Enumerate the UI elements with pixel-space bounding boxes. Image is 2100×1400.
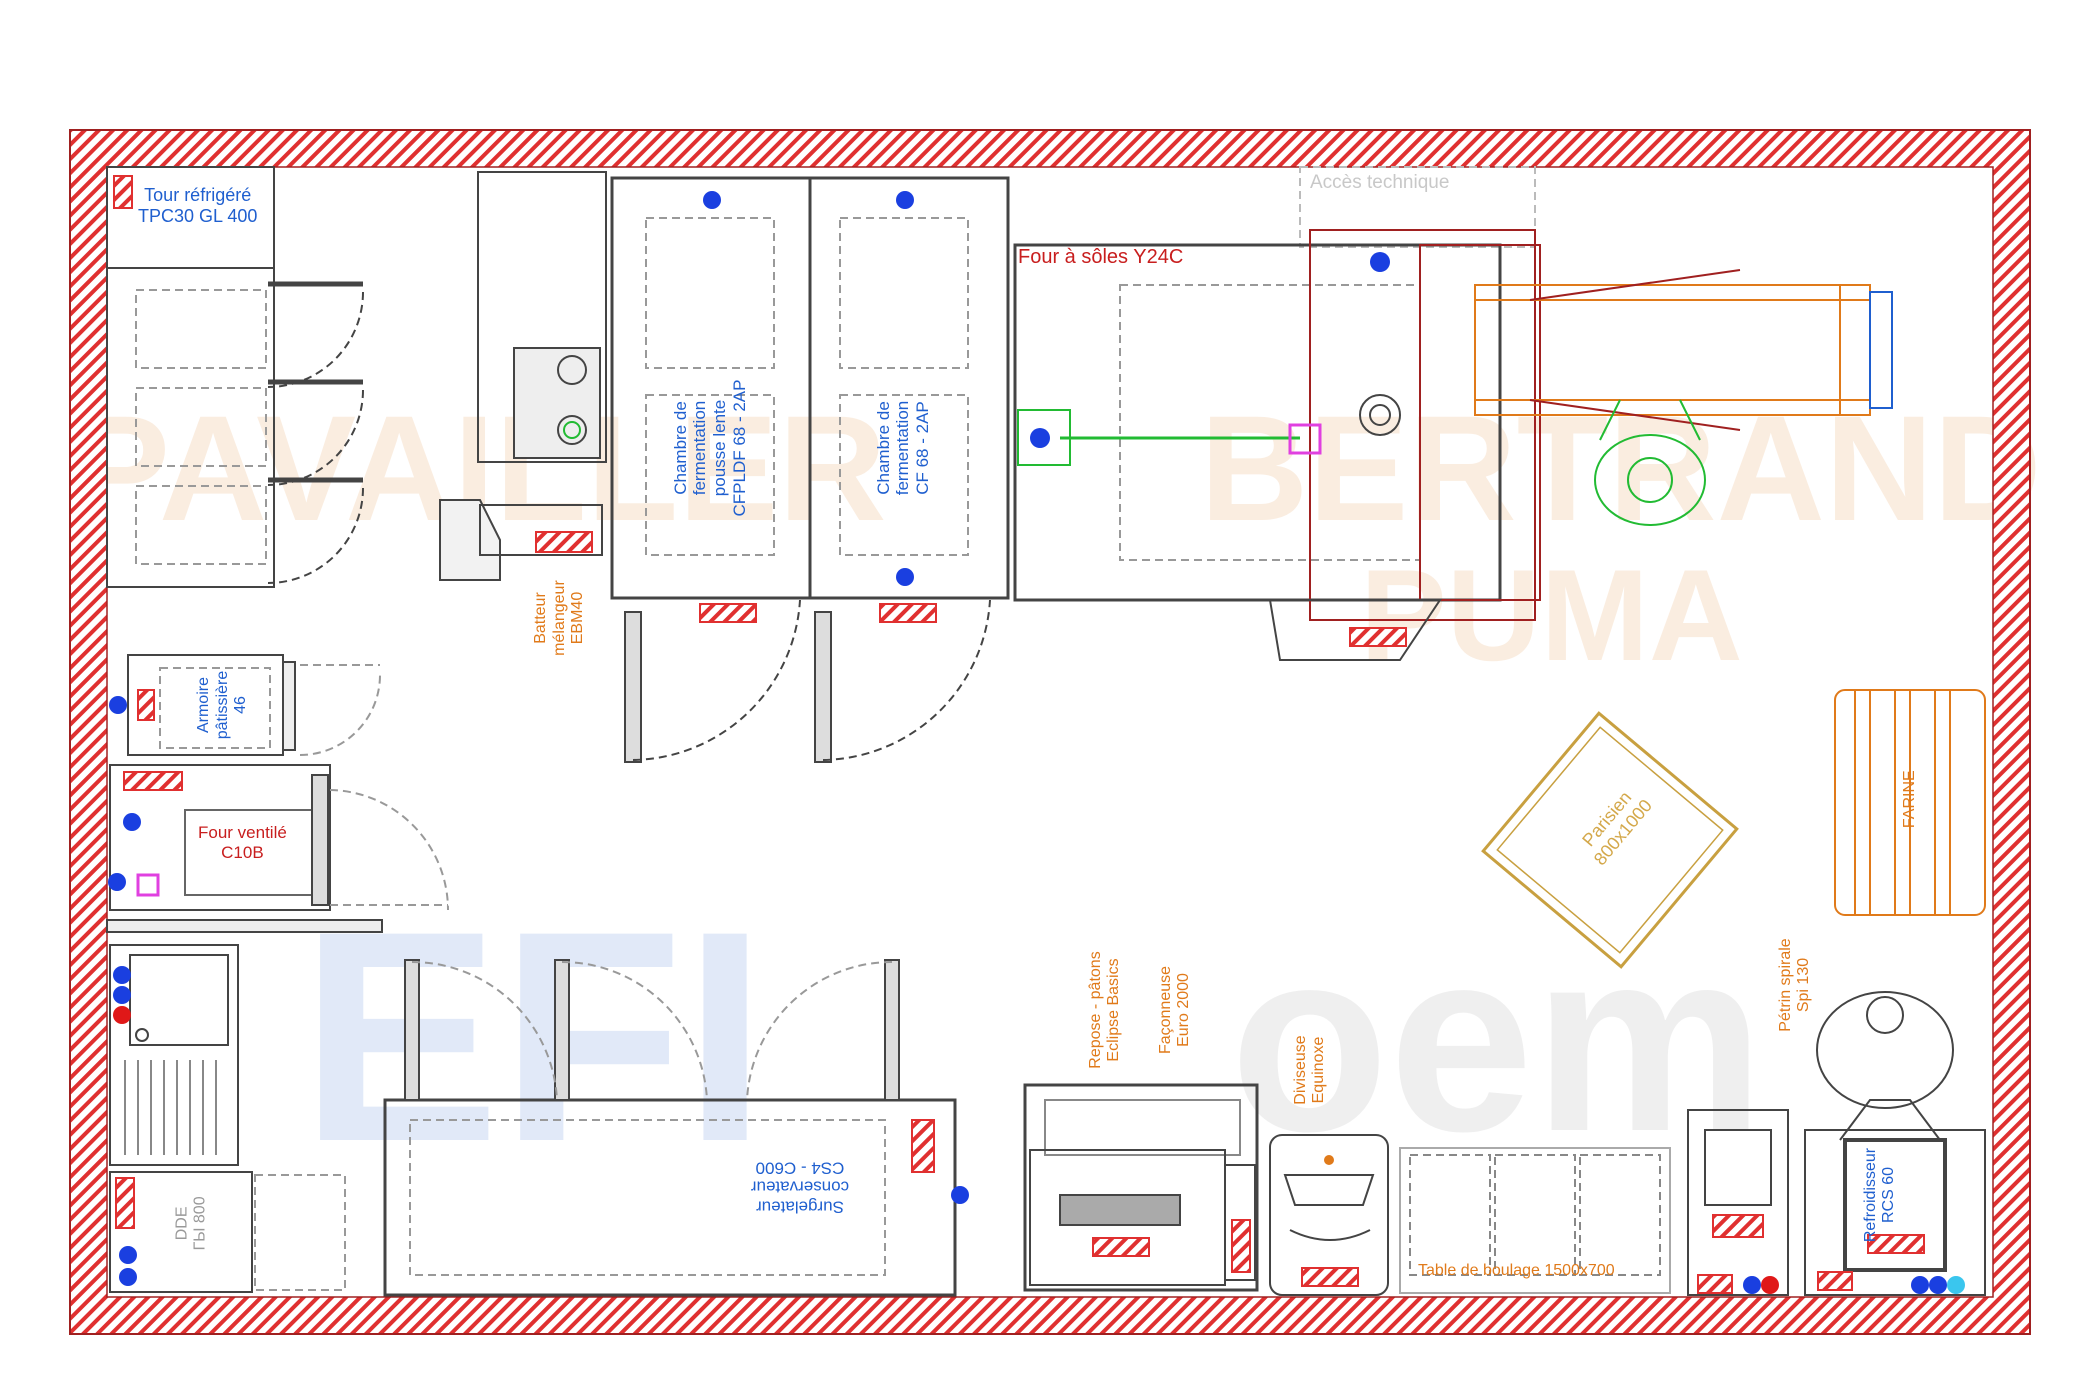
watermark-brand-top: BERTRAND <box>1200 384 2042 552</box>
dde-unit <box>109 1171 346 1293</box>
tour-refrigere <box>106 166 364 588</box>
petrin-refroidisseur <box>1804 991 1986 1296</box>
petrin-control <box>1687 1109 1789 1296</box>
four-ventile <box>106 764 449 933</box>
wall-right <box>1993 130 2030 1334</box>
batteur-melangeur <box>439 171 607 581</box>
watermark-logo-right: oem <box>1230 896 1765 1186</box>
chambres-fermentation <box>610 176 1010 763</box>
label-acces-technique: Accès technique <box>1310 172 1450 193</box>
surgelateur <box>383 959 969 1297</box>
wall-top <box>70 130 2030 167</box>
label-table-de-boulage: Table de boulage 1500x700 <box>1418 1262 1615 1279</box>
room-walls <box>69 129 2031 1335</box>
four-a-soles <box>1013 166 1893 661</box>
parisien-table <box>1481 711 1739 969</box>
label-farine: FARINE <box>1900 770 1918 829</box>
sink-unit <box>109 944 239 1166</box>
label-four-a-soles: Four à sôles Y24C <box>1018 246 1184 268</box>
watermark-brand-bottom: PUMA <box>1360 542 1743 688</box>
wall-bottom <box>70 1297 2030 1334</box>
farine-pallet <box>1834 689 1986 916</box>
table-de-boulage <box>1399 1147 1671 1294</box>
watermark-logo-left: EFI <box>300 868 767 1204</box>
armoire-patissiere <box>109 654 381 756</box>
watermark: PAVAILLER BERTRAND PUMA EFI oem <box>70 384 2042 1204</box>
repose-patons <box>1023 1083 1259 1292</box>
diviseuse <box>1269 1134 1389 1296</box>
wall-left <box>70 130 107 1334</box>
